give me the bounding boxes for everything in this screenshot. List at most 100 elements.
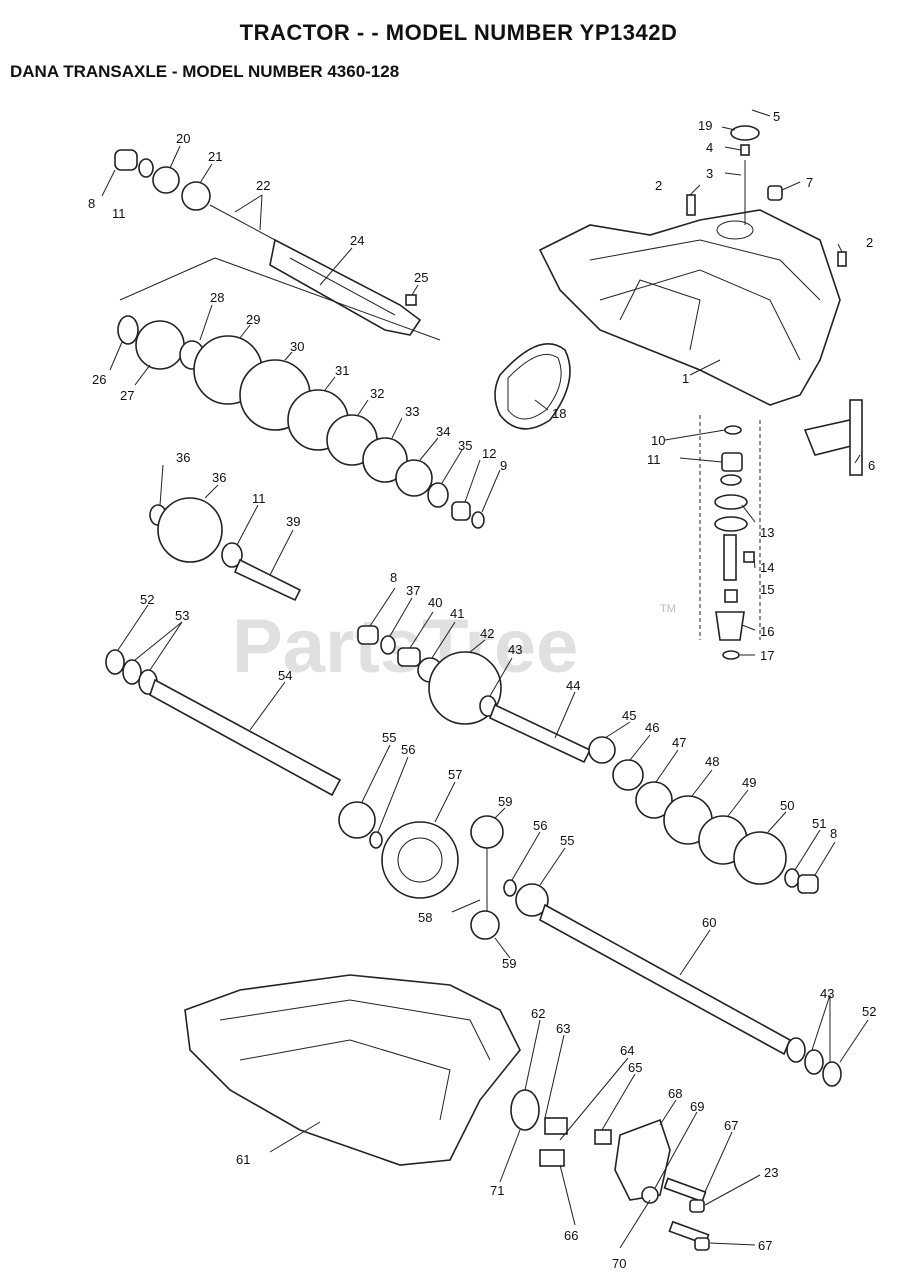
label-11[interactable]: 11 bbox=[647, 452, 661, 467]
upper-housing-part[interactable] bbox=[538, 209, 841, 406]
label-8[interactable]: 8 bbox=[88, 196, 95, 211]
label-39[interactable]: 39 bbox=[286, 514, 300, 529]
label-40[interactable]: 40 bbox=[428, 595, 442, 610]
label-60[interactable]: 60 bbox=[702, 915, 716, 930]
label-67[interactable]: 67 bbox=[724, 1118, 738, 1133]
label-67[interactable]: 67 bbox=[758, 1238, 772, 1253]
label-14[interactable]: 14 bbox=[760, 560, 774, 575]
shift-shaft-stack[interactable] bbox=[699, 415, 761, 660]
label-54[interactable]: 54 bbox=[278, 668, 292, 683]
label-56[interactable]: 56 bbox=[401, 742, 415, 757]
label-6[interactable]: 6 bbox=[868, 458, 875, 473]
label-42[interactable]: 42 bbox=[480, 626, 494, 641]
label-44[interactable]: 44 bbox=[566, 678, 580, 693]
label-52[interactable]: 52 bbox=[140, 592, 154, 607]
axle-shaft[interactable] bbox=[539, 903, 842, 1087]
label-1[interactable]: 1 bbox=[682, 371, 689, 386]
label-11[interactable]: 11 bbox=[252, 491, 266, 506]
label-18[interactable]: 18 bbox=[552, 406, 566, 421]
label-61[interactable]: 61 bbox=[236, 1152, 250, 1167]
label-10[interactable]: 10 bbox=[651, 433, 665, 448]
countershaft-assembly[interactable] bbox=[149, 497, 302, 602]
label-8[interactable]: 8 bbox=[830, 826, 837, 841]
page-title: TRACTOR - - MODEL NUMBER YP1342D bbox=[239, 20, 678, 45]
label-69[interactable]: 69 bbox=[690, 1099, 704, 1114]
label-43[interactable]: 43 bbox=[820, 986, 834, 1001]
label-46[interactable]: 46 bbox=[645, 720, 659, 735]
label-55[interactable]: 55 bbox=[560, 833, 574, 848]
label-36[interactable]: 36 bbox=[212, 470, 226, 485]
label-59[interactable]: 59 bbox=[502, 956, 516, 971]
label-33[interactable]: 33 bbox=[405, 404, 419, 419]
page-subtitle: DANA TRANSAXLE - MODEL NUMBER 4360-128 bbox=[10, 62, 400, 81]
label-64[interactable]: 64 bbox=[620, 1043, 634, 1058]
label-19[interactable]: 19 bbox=[698, 118, 712, 133]
label-70[interactable]: 70 bbox=[612, 1256, 626, 1271]
label-13[interactable]: 13 bbox=[760, 525, 774, 540]
label-25[interactable]: 25 bbox=[414, 270, 428, 285]
label-12[interactable]: 12 bbox=[482, 446, 496, 461]
label-57[interactable]: 57 bbox=[448, 767, 462, 782]
label-63[interactable]: 63 bbox=[556, 1021, 570, 1036]
label-3[interactable]: 3 bbox=[706, 166, 713, 181]
label-71[interactable]: 71 bbox=[490, 1183, 504, 1198]
label-56[interactable]: 56 bbox=[533, 818, 547, 833]
label-55[interactable]: 55 bbox=[382, 730, 396, 745]
label-9[interactable]: 9 bbox=[500, 458, 507, 473]
differential-assembly[interactable] bbox=[381, 815, 549, 940]
label-62[interactable]: 62 bbox=[531, 1006, 545, 1021]
lower-housing-part[interactable] bbox=[184, 974, 521, 1166]
label-24[interactable]: 24 bbox=[350, 233, 364, 248]
label-68[interactable]: 68 bbox=[668, 1086, 682, 1101]
brake-parts[interactable] bbox=[510, 1089, 710, 1251]
label-52[interactable]: 52 bbox=[862, 1004, 876, 1019]
label-2[interactable]: 2 bbox=[866, 235, 873, 250]
label-30[interactable]: 30 bbox=[290, 339, 304, 354]
label-50[interactable]: 50 bbox=[780, 798, 794, 813]
label-26[interactable]: 26 bbox=[92, 372, 106, 387]
label-48[interactable]: 48 bbox=[705, 754, 719, 769]
label-27[interactable]: 27 bbox=[120, 388, 134, 403]
label-41[interactable]: 41 bbox=[450, 606, 464, 621]
label-7[interactable]: 7 bbox=[806, 175, 813, 190]
label-59[interactable]: 59 bbox=[498, 794, 512, 809]
label-16[interactable]: 16 bbox=[760, 624, 774, 639]
label-53[interactable]: 53 bbox=[175, 608, 189, 623]
brake-shaft-assembly[interactable] bbox=[105, 649, 383, 849]
label-65[interactable]: 65 bbox=[628, 1060, 642, 1075]
leader-lines bbox=[101, 109, 869, 1249]
label-4[interactable]: 4 bbox=[706, 140, 713, 155]
label-17[interactable]: 17 bbox=[760, 648, 774, 663]
label-2[interactable]: 2 bbox=[655, 178, 662, 193]
label-32[interactable]: 32 bbox=[370, 386, 384, 401]
label-8[interactable]: 8 bbox=[390, 570, 397, 585]
label-43[interactable]: 43 bbox=[508, 642, 522, 657]
label-37[interactable]: 37 bbox=[406, 583, 420, 598]
output-shaft-assembly[interactable] bbox=[357, 625, 819, 894]
label-11[interactable]: 11 bbox=[112, 206, 126, 221]
watermark-tm: TM bbox=[660, 603, 676, 615]
label-58[interactable]: 58 bbox=[418, 910, 432, 925]
label-23[interactable]: 23 bbox=[764, 1165, 778, 1180]
label-36[interactable]: 36 bbox=[176, 450, 190, 465]
label-31[interactable]: 31 bbox=[335, 363, 349, 378]
label-34[interactable]: 34 bbox=[436, 424, 450, 439]
label-21[interactable]: 21 bbox=[208, 149, 222, 164]
label-51[interactable]: 51 bbox=[812, 816, 826, 831]
label-35[interactable]: 35 bbox=[458, 438, 472, 453]
label-22[interactable]: 22 bbox=[256, 178, 270, 193]
label-28[interactable]: 28 bbox=[210, 290, 224, 305]
input-shaft-assembly[interactable] bbox=[114, 149, 422, 336]
label-49[interactable]: 49 bbox=[742, 775, 756, 790]
label-29[interactable]: 29 bbox=[246, 312, 260, 327]
label-20[interactable]: 20 bbox=[176, 131, 190, 146]
label-15[interactable]: 15 bbox=[760, 582, 774, 597]
cluster-gear-row[interactable] bbox=[117, 257, 485, 529]
label-5[interactable]: 5 bbox=[773, 109, 780, 124]
label-66[interactable]: 66 bbox=[564, 1228, 578, 1243]
chain-part[interactable] bbox=[494, 343, 571, 430]
label-45[interactable]: 45 bbox=[622, 708, 636, 723]
part-labels: 1 2 2 3 4 5 6 7 8 8 8 9 10 11 11 11 12 1… bbox=[88, 109, 876, 1271]
label-47[interactable]: 47 bbox=[672, 735, 686, 750]
